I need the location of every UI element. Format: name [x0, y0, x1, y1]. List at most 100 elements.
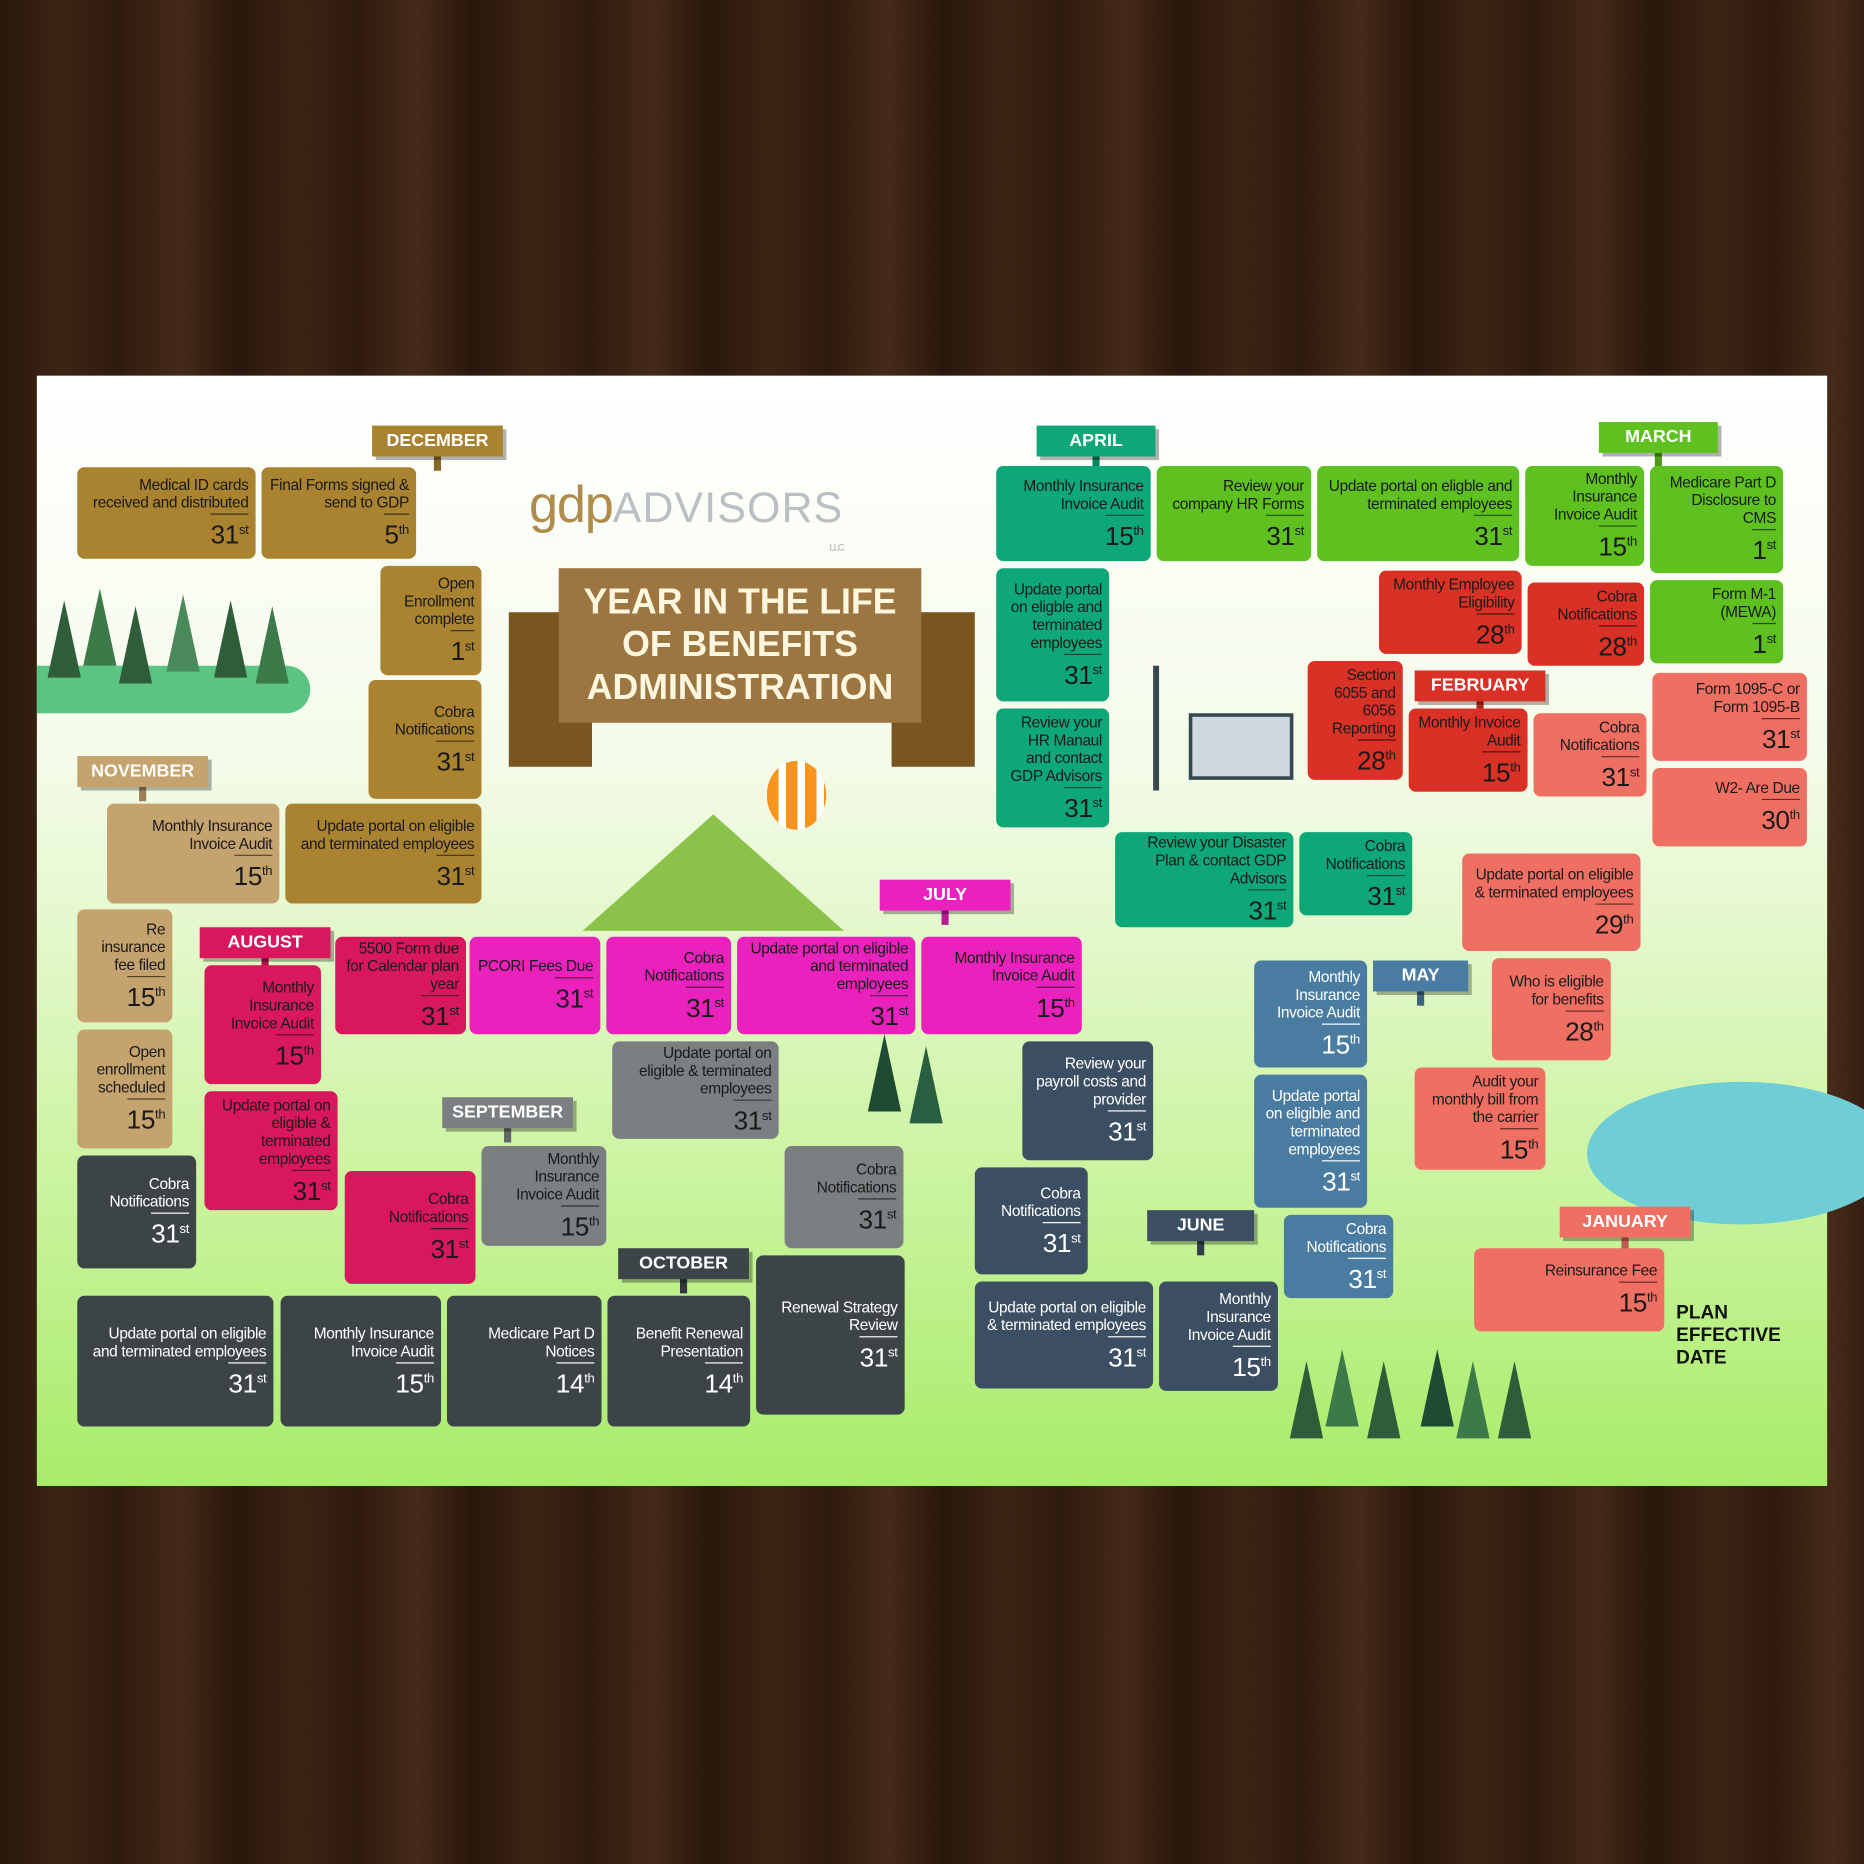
- task-due-date: 15th: [1232, 1346, 1271, 1382]
- task-due-date: 31st: [1248, 889, 1287, 926]
- tree-icon: [1420, 1349, 1454, 1427]
- task-due-date: 15th: [1036, 986, 1075, 1022]
- task-tile-april: Update portal on eligble and terminated …: [996, 568, 1110, 702]
- task-due-date: 31st: [1367, 874, 1405, 911]
- task-tile-october: Monthly Insurance Invoice Audit 15th: [280, 1295, 442, 1427]
- tree-icon: [1325, 1349, 1359, 1427]
- month-sign-october: OCTOBER: [618, 1248, 749, 1280]
- task-due-date: 31st: [292, 1169, 331, 1206]
- task-tile-january: Form 1095-C or Form 1095-B 31st: [1652, 672, 1807, 761]
- task-due-date: 31st: [228, 1362, 267, 1398]
- task-label: Reinsurance Fee: [1544, 1261, 1658, 1280]
- tree-icon: [47, 600, 81, 678]
- plan-effective-date: PLAN EFFECTIVE DATE: [1676, 1302, 1781, 1369]
- task-tile-december: Update portal on eligible and terminated…: [285, 803, 482, 904]
- task-tile-may: Update portal on eligible and terminated…: [1254, 1074, 1368, 1208]
- task-label: Update portal on eligble and terminated …: [1010, 579, 1103, 652]
- task-due-date: 31st: [1322, 1160, 1360, 1196]
- task-label: Open Enrollment complete: [404, 574, 475, 629]
- tree-icon: [118, 606, 153, 684]
- task-label: Update portal on eligible and terminated…: [300, 816, 475, 853]
- task-due-date: 28th: [1565, 1010, 1604, 1046]
- task-tile-march: Medicare Part D Disclosure to CMS 1st: [1650, 466, 1784, 573]
- task-due-date: 31st: [1108, 1335, 1146, 1372]
- task-tile-january: Update portal on eligible & terminated e…: [1462, 853, 1641, 952]
- task-due-date: 31st: [1601, 755, 1640, 792]
- task-label: Cobra Notifications: [1001, 1183, 1081, 1220]
- task-tile-december: Final Forms signed & send to GDP 5th: [261, 467, 417, 559]
- task-label: Cobra Notifications: [816, 1160, 897, 1196]
- task-label: Update portal on eligible & terminated e…: [1474, 865, 1634, 901]
- hot-air-balloon-icon: [766, 760, 827, 830]
- task-label: Monthly Insurance Invoice Audit: [954, 948, 1075, 985]
- task-label: Audit your monthly bill from the carrier: [1431, 1072, 1539, 1127]
- tree-icon: [867, 1034, 902, 1112]
- task-label: Cobra Notifications: [1325, 836, 1406, 873]
- task-label: Open enrollment scheduled: [96, 1042, 166, 1097]
- month-sign-march: MARCH: [1598, 422, 1718, 453]
- task-tile-june: Monthly Insurance Invoice Audit 15th: [1159, 1281, 1278, 1391]
- task-tile-july: Update portal on eligible and terminated…: [737, 936, 916, 1035]
- task-due-date: 31st: [1348, 1257, 1386, 1294]
- task-tile-april: Review your HR Manaul and contact GDP Ad…: [996, 708, 1110, 828]
- task-due-date: 1st: [1752, 622, 1776, 659]
- month-sign-april: APRIL: [1036, 425, 1156, 457]
- task-tile-march: Update portal on eligble and terminated …: [1317, 466, 1520, 562]
- task-due-date: 15th: [1105, 514, 1144, 551]
- task-tile-june: Review your payroll costs and provider 3…: [1022, 1041, 1154, 1161]
- task-due-date: 31st: [859, 1335, 898, 1372]
- tree-icon: [1497, 1361, 1532, 1439]
- task-due-date: 15th: [1321, 1023, 1360, 1060]
- tree-icon: [1456, 1361, 1490, 1439]
- task-tile-september: Monthly Insurance Invoice Audit 15th: [481, 1145, 607, 1246]
- task-label: Form M-1 (MEWA): [1711, 584, 1777, 621]
- sign-pole: [261, 955, 269, 973]
- sign-pole: [679, 1276, 688, 1294]
- month-sign-january: JANUARY: [1559, 1206, 1691, 1238]
- task-label: Monthly Insurance Invoice Audit: [1553, 469, 1637, 524]
- task-label: Update portal on eligble and terminated …: [1328, 476, 1513, 513]
- task-due-date: 31st: [436, 854, 475, 891]
- month-sign-december: DECEMBER: [372, 425, 503, 457]
- task-due-date: 31st: [421, 995, 459, 1031]
- task-due-date: 31st: [858, 1198, 897, 1234]
- month-sign-september: SEPTEMBER: [442, 1097, 573, 1129]
- page-title: YEAR IN THE LIFE OF BENEFITS ADMINISTRAT…: [558, 568, 922, 723]
- task-due-date: 5th: [384, 513, 409, 550]
- task-label: Cobra Notifications: [1557, 587, 1637, 623]
- task-label: Medical ID cards received and distribute…: [92, 475, 249, 512]
- task-due-date: 31st: [1064, 653, 1102, 690]
- tree-icon: [166, 594, 200, 672]
- windmill-icon: [1153, 665, 1160, 791]
- task-due-date: 28th: [1475, 613, 1515, 649]
- mountain: [582, 814, 845, 931]
- month-sign-august: AUGUST: [199, 927, 331, 959]
- sign-pole: [1092, 454, 1100, 471]
- task-due-date: 29th: [1594, 903, 1634, 939]
- task-label: Re insurance fee filed: [101, 919, 166, 974]
- task-tile-january: W2- Are Due 30th: [1652, 767, 1807, 847]
- task-due-date: 30th: [1761, 799, 1800, 835]
- sign-pole: [1621, 1235, 1629, 1252]
- task-tile-april: Review your Disaster Plan & contact GDP …: [1115, 832, 1294, 928]
- task-label: Monthly Insurance Invoice Audit: [1276, 968, 1360, 1022]
- tree-icon: [909, 1046, 943, 1124]
- task-due-date: 15th: [560, 1205, 599, 1242]
- task-label: Update portal on eligible and terminated…: [92, 1324, 267, 1360]
- task-label: Cobra Notifications: [388, 1190, 469, 1227]
- task-label: 5500 Form due for Calendar plan year: [346, 939, 459, 994]
- task-due-date: 31st: [430, 1228, 469, 1264]
- task-tile-april: Monthly Insurance Invoice Audit 15th: [996, 466, 1151, 562]
- sign-pole: [139, 784, 147, 802]
- task-tile-february: Monthly Employee Eligibility 28th: [1378, 570, 1522, 654]
- task-due-date: 15th: [233, 854, 273, 891]
- task-label: Benefit Renewal Presentation: [635, 1324, 744, 1360]
- task-label: Update portal on eligible and terminated…: [750, 939, 909, 994]
- task-tile-august: 5500 Form due for Calendar plan year 31s…: [335, 936, 467, 1035]
- task-label: Update portal on eligible & terminated e…: [987, 1297, 1146, 1334]
- task-due-date: 31st: [1266, 514, 1304, 551]
- task-label: Medicare Part D Notices: [488, 1324, 595, 1360]
- task-tile-may: Cobra Notifications 31st: [1283, 1214, 1394, 1299]
- task-tile-september: Update portal on eligible & terminated e…: [612, 1041, 779, 1139]
